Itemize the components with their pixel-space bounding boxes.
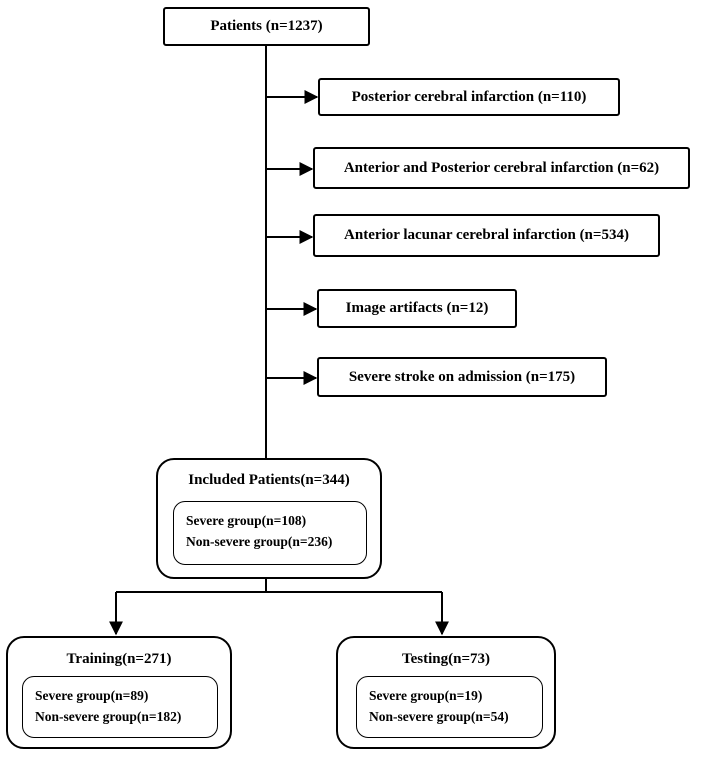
included-nonsevere-group: Non-severe group(n=236) (186, 534, 333, 549)
exclusion-label: Image artifacts (n=12) (345, 300, 489, 316)
exclusion-label: Anterior and Posterior cerebral infarcti… (343, 159, 660, 176)
exclusion-label: Posterior cerebral infarction (n=110) (351, 88, 587, 105)
included-title: Included Patients(n=344) (188, 472, 350, 488)
training-groups-box: Severe group(n=89) Non-severe group(n=18… (22, 676, 218, 738)
testing-box: Testing(n=73) Severe group(n=19) Non-sev… (336, 636, 556, 749)
exclusion-box-anterior-lacunar: Anterior lacunar cerebral infarction (n=… (313, 214, 660, 257)
patients-box: Patients (n=1237) (163, 7, 370, 46)
testing-title: Testing(n=73) (401, 651, 490, 667)
exclusion-box-anterior-posterior: Anterior and Posterior cerebral infarcti… (313, 147, 690, 189)
included-groups-box: Severe group(n=108) Non-severe group(n=2… (173, 501, 367, 565)
exclusion-label: Severe stroke on admission (n=175) (348, 368, 576, 385)
testing-severe-group: Severe group(n=19) (369, 688, 483, 703)
included-patients-box: Included Patients(n=344) Severe group(n=… (156, 458, 382, 579)
training-severe-group: Severe group(n=89) (35, 688, 149, 703)
testing-nonsevere-group: Non-severe group(n=54) (369, 709, 509, 724)
exclusion-box-posterior: Posterior cerebral infarction (n=110) (318, 78, 620, 116)
patients-label: Patients (n=1237) (210, 18, 323, 34)
exclusion-box-image-artifacts: Image artifacts (n=12) (317, 289, 517, 328)
training-title: Training(n=271) (66, 651, 172, 667)
included-severe-group: Severe group(n=108) (186, 513, 307, 528)
training-nonsevere-group: Non-severe group(n=182) (35, 709, 182, 724)
testing-groups-box: Severe group(n=19) Non-severe group(n=54… (356, 676, 543, 738)
exclusion-label: Anterior lacunar cerebral infarction (n=… (344, 227, 629, 243)
training-box: Training(n=271) Severe group(n=89) Non-s… (6, 636, 232, 749)
exclusion-box-severe-stroke: Severe stroke on admission (n=175) (317, 357, 607, 397)
